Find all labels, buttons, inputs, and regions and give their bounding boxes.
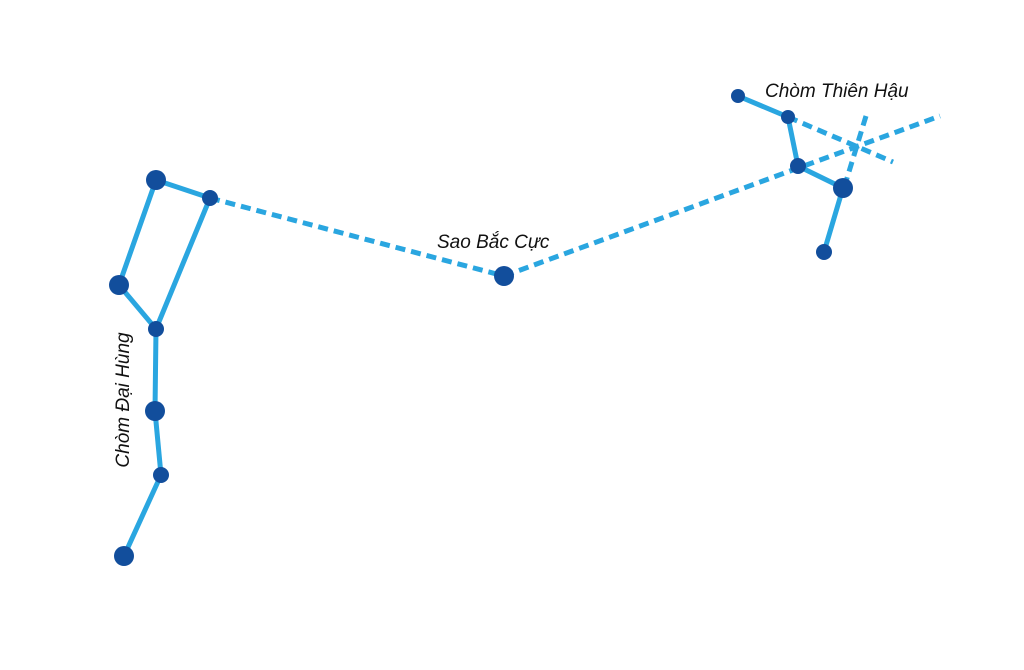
cassiopeia-label: Chòm Thiên Hậu [765, 81, 909, 102]
ursa-major-handle-lines [121, 326, 164, 559]
ursa-major-star-4 [148, 321, 164, 337]
ursa-major-star-3 [109, 275, 129, 295]
pointer-lines [209, 113, 941, 279]
polaris-label: Sao Bắc Cực [437, 232, 550, 253]
ursa-major-star-6 [153, 467, 169, 483]
pointer-line-ursa-major-to-polaris [209, 195, 505, 279]
cassiopeia-star-1 [731, 89, 745, 103]
ursa-major-star-2 [202, 190, 218, 206]
ursa-major-label: Chòm Đại Hùng [113, 332, 134, 468]
cassiopeia-star-3 [790, 158, 806, 174]
ursa-major-constellation [109, 170, 218, 566]
cassiopeia-guide-line-1 [787, 114, 894, 165]
pointer-line-polaris-to-cassiopeia [503, 113, 941, 279]
cassiopeia-star-2 [781, 110, 795, 124]
cassiopeia-star-5 [816, 244, 832, 260]
cassiopeia-guide-line-2 [841, 115, 869, 189]
ursa-major-star-5 [145, 401, 165, 421]
ursa-major-lines [116, 176, 213, 334]
cassiopeia-star-4 [833, 178, 853, 198]
polaris-star [494, 266, 514, 286]
cassiopeia-constellation [731, 89, 853, 260]
ursa-major-star-1 [146, 170, 166, 190]
ursa-major-star-7 [114, 546, 134, 566]
